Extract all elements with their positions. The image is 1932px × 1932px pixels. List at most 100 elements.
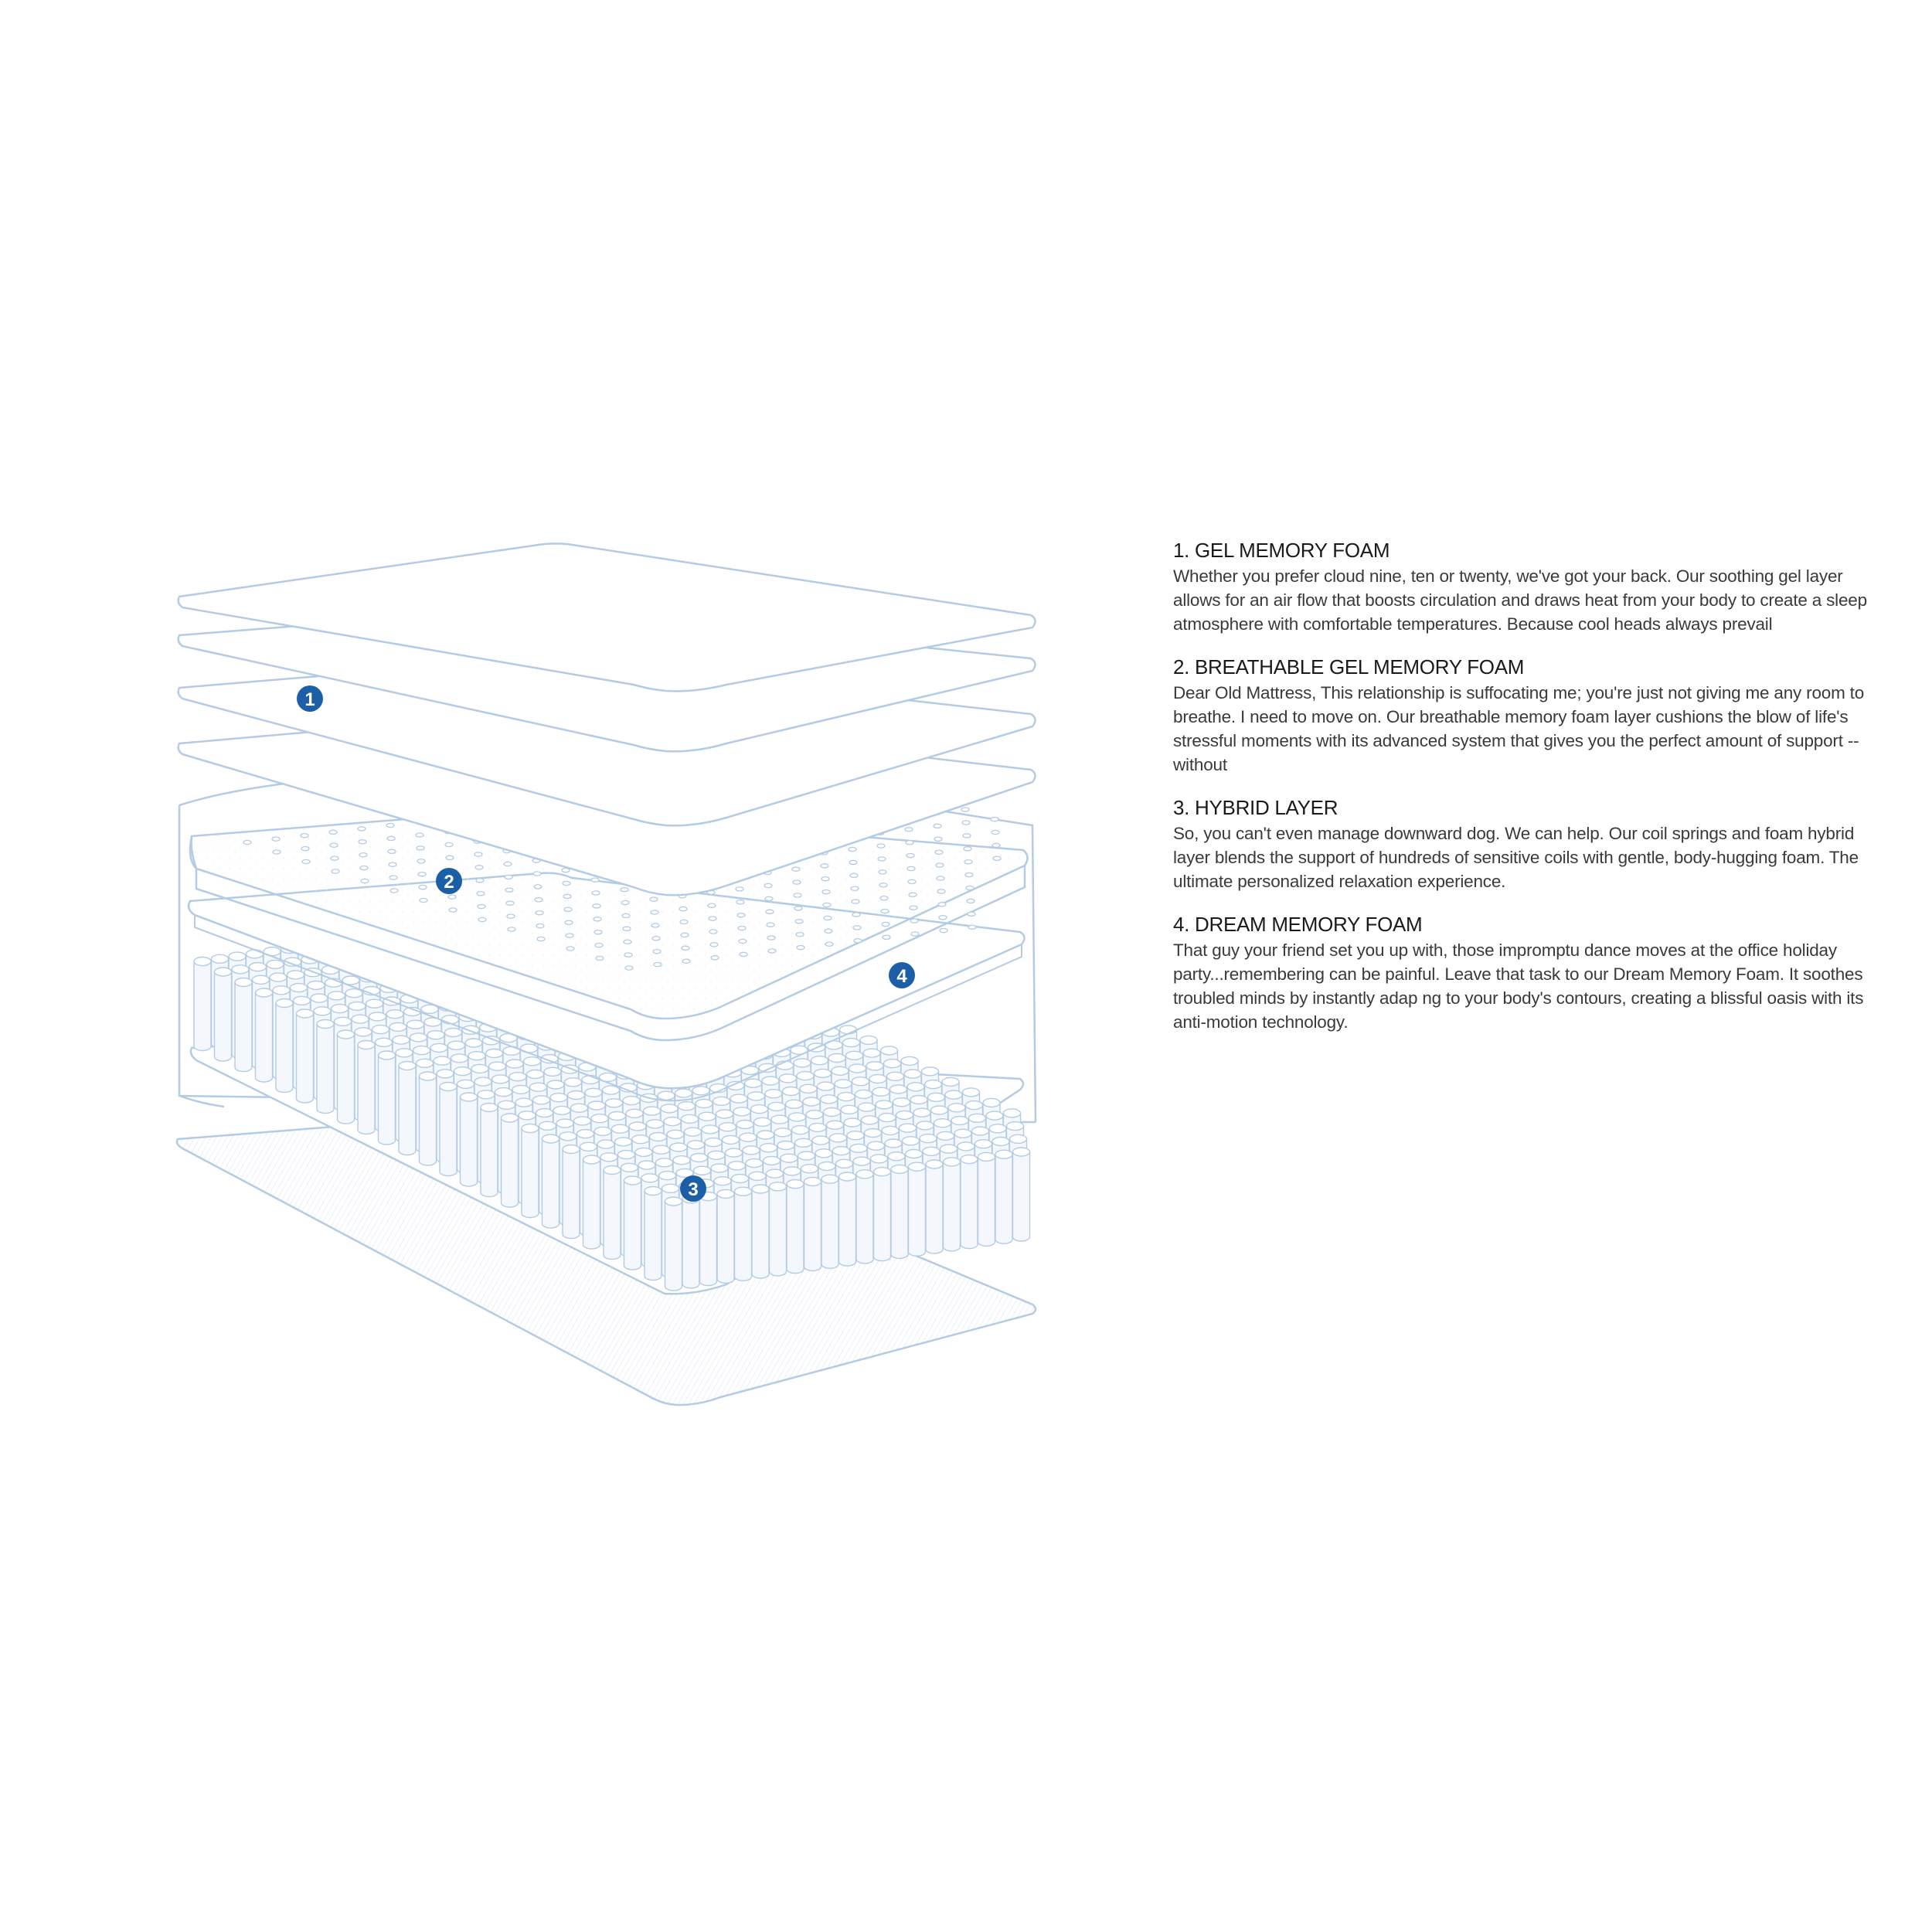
- perforation-hole: [301, 859, 311, 865]
- perforation-hole: [764, 883, 773, 889]
- perforation-hole: [933, 823, 942, 829]
- perforation-hole: [651, 936, 661, 941]
- perforation-hole: [533, 884, 543, 889]
- perforation-hole: [849, 872, 859, 879]
- perforation-hole: [823, 915, 832, 921]
- perforation-hole: [505, 887, 514, 893]
- perforation-hole: [968, 924, 977, 930]
- perforation-hole: [710, 955, 719, 961]
- perforation-hole: [417, 859, 426, 864]
- layer-description: That guy your friend set you up with, th…: [1173, 940, 1864, 1032]
- perforation-hole: [991, 829, 1000, 835]
- coil-spring: [439, 1081, 457, 1177]
- perforation-hole: [880, 908, 889, 914]
- marker-2[interactable]: 2: [436, 868, 462, 894]
- perforation-hole: [591, 890, 600, 896]
- perforation-hole: [415, 832, 424, 838]
- perforation-hole: [504, 874, 513, 880]
- perforation-hole: [937, 889, 946, 894]
- perforation-hole: [503, 861, 512, 867]
- perforation-hole: [271, 836, 281, 842]
- perforation-hole: [653, 961, 662, 968]
- perforation-hole: [419, 897, 428, 903]
- perforation-hole: [476, 890, 485, 896]
- coil-spring: [582, 1155, 601, 1250]
- perforation-hole: [791, 866, 801, 872]
- coil-spring: [855, 1169, 874, 1264]
- coil-spring: [768, 1182, 787, 1277]
- coil-spring: [960, 1154, 978, 1250]
- coil-spring: [213, 967, 233, 1062]
- coil-spring: [357, 1039, 376, 1135]
- perforation-hole: [681, 945, 690, 951]
- coil-spring: [907, 1162, 927, 1257]
- perforation-hole: [447, 894, 457, 900]
- perforation-hole: [934, 836, 943, 842]
- marker-4-label: 4: [896, 966, 907, 987]
- coil-spring: [295, 1009, 315, 1104]
- coil-spring: [500, 1113, 519, 1208]
- perforation-hole: [624, 952, 633, 957]
- coil-spring: [603, 1165, 621, 1260]
- perforation-hole: [386, 822, 395, 828]
- perforation-hole: [534, 897, 543, 903]
- perforation-hole: [966, 898, 975, 904]
- gel-memory-foam-layers: [177, 543, 1036, 896]
- coil-spring: [890, 1164, 909, 1260]
- marker-1[interactable]: 1: [297, 685, 323, 712]
- coil-spring: [418, 1071, 437, 1166]
- marker-3[interactable]: 3: [680, 1175, 706, 1202]
- perforation-hole: [621, 913, 631, 919]
- perforation-hole: [821, 876, 830, 882]
- perforation-hole: [478, 917, 487, 923]
- perforation-hole: [849, 859, 858, 866]
- perforation-hole: [850, 886, 859, 891]
- perforation-hole: [767, 948, 777, 954]
- perforation-hole: [853, 938, 862, 944]
- perforation-hole: [851, 899, 860, 904]
- perforation-hole: [852, 925, 862, 930]
- coil-spring: [336, 1029, 355, 1124]
- perforation-hole: [848, 846, 857, 852]
- marker-1-label: 1: [304, 689, 315, 710]
- perforation-hole: [651, 923, 660, 928]
- perforation-hole: [764, 896, 774, 902]
- perforation-hole: [964, 859, 973, 865]
- perforation-hole: [766, 922, 775, 927]
- marker-4[interactable]: 4: [889, 962, 915, 988]
- perforation-hole: [910, 918, 919, 923]
- perforation-hole: [593, 917, 602, 922]
- coil-spring: [316, 1019, 335, 1114]
- coil-spring: [1012, 1147, 1031, 1242]
- perforation-hole: [387, 849, 396, 855]
- perforation-hole: [736, 912, 746, 918]
- perforation-hole: [621, 900, 630, 906]
- marker-2-label: 2: [444, 872, 454, 893]
- perforation-hole: [881, 921, 890, 927]
- perforation-hole: [737, 925, 747, 931]
- perforation-hole: [417, 871, 427, 877]
- perforation-hole: [359, 852, 368, 858]
- perforation-hole: [679, 919, 689, 925]
- coil-spring: [664, 1196, 683, 1291]
- perforation-hole: [300, 832, 309, 838]
- perforation-hole: [620, 886, 629, 893]
- perforation-hole: [535, 910, 544, 916]
- perforation-hole: [623, 939, 632, 944]
- perforation-hole: [388, 862, 397, 867]
- layer-description: So, you can't even manage downward dog. …: [1173, 824, 1859, 891]
- perforation-hole: [961, 820, 971, 825]
- perforation-hole: [796, 944, 805, 951]
- perforation-hole: [735, 886, 744, 892]
- perforation-hole: [936, 876, 945, 881]
- perforation-hole: [563, 906, 573, 913]
- perforation-hole: [475, 878, 485, 883]
- perforation-hole: [736, 900, 745, 905]
- perforation-hole: [590, 877, 600, 883]
- perforation-hole: [992, 855, 1002, 862]
- perforation-hole: [359, 865, 369, 871]
- perforation-hole: [448, 907, 457, 913]
- perforation-hole: [905, 839, 914, 845]
- coil-spring: [521, 1123, 539, 1219]
- coil-spring: [562, 1144, 580, 1240]
